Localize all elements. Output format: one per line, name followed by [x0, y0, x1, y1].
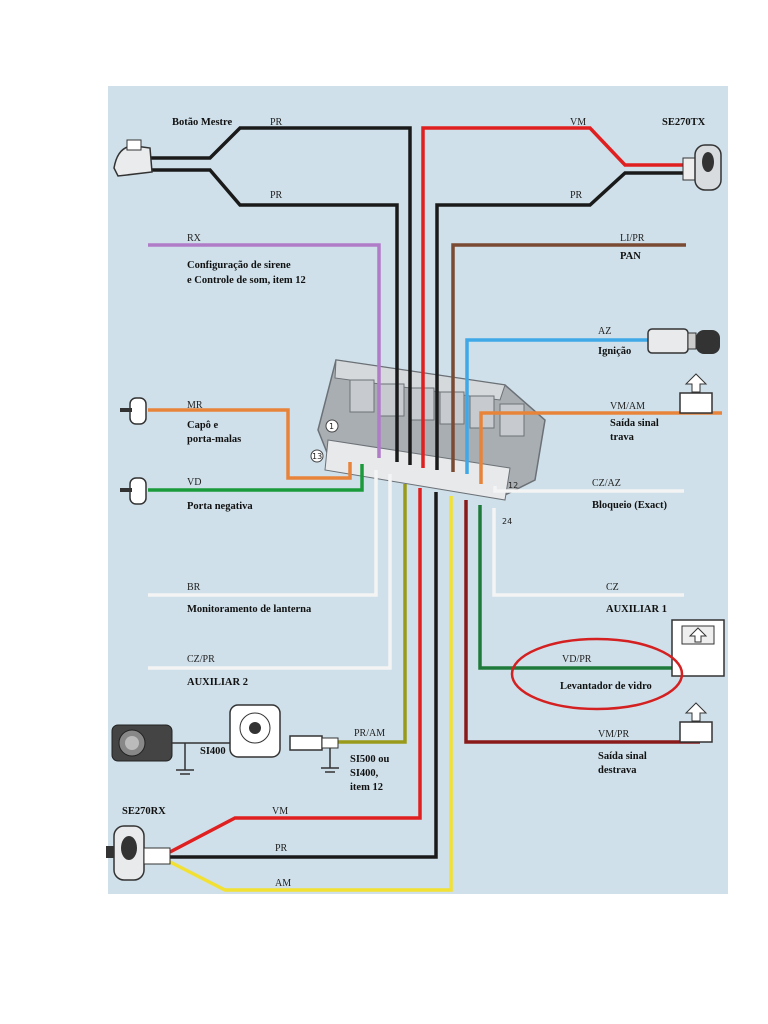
- pin-1-label: 1: [329, 422, 334, 431]
- pin-24-label: 24: [502, 517, 512, 526]
- label-se270tx: SE270TX: [662, 117, 706, 128]
- label-auxiliar2: AUXILIAR 2: [187, 677, 248, 688]
- label-pr-top2: PR: [270, 190, 283, 201]
- wire-botao-mestre-pr1: [150, 126, 412, 465]
- wire-rx-purple: [148, 243, 381, 458]
- label-cz-az: CZ/AZ: [592, 478, 621, 489]
- label-levantador: Levantador de vidro: [560, 681, 652, 692]
- label-config-line2: e Controle de som, item 12: [187, 275, 306, 286]
- label-cz: CZ: [606, 582, 619, 593]
- wire-monitoramento-white: [148, 470, 378, 597]
- label-vd: VD: [187, 477, 201, 488]
- label-saida-destrava-line2: destrava: [598, 765, 637, 776]
- label-saida-trava-line2: trava: [610, 432, 635, 443]
- label-bloqueio: Bloqueio (Exact): [592, 500, 667, 511]
- wire-botao-mestre-pr2: [150, 168, 399, 462]
- label-porta-negativa: Porta negativa: [187, 501, 253, 512]
- wire-capo-orange: [148, 408, 352, 480]
- wire-pan-brown: [451, 243, 686, 472]
- label-pr-bottom: PR: [275, 843, 288, 854]
- siren-icon: [111, 724, 230, 775]
- unlock-output-icon: [679, 702, 713, 743]
- label-li-pr: LI/PR: [620, 233, 645, 244]
- label-config-line1: Configuração de sirene: [187, 260, 291, 271]
- wire-si500-olive: [338, 484, 407, 744]
- label-si400-left: SI400: [200, 746, 226, 757]
- label-monitoramento: Monitoramento de lanterna: [187, 604, 312, 615]
- label-ignicao: Ignição: [598, 346, 631, 357]
- label-saida-trava-line1: Saída sinal: [610, 418, 659, 429]
- wire-levantador-darkgreen: [478, 505, 700, 670]
- ignition-sensor-icon: [647, 328, 720, 354]
- label-vm-top: VM: [570, 117, 586, 128]
- wire-trava-orange: [479, 411, 722, 484]
- label-se270rx: SE270RX: [122, 806, 166, 817]
- label-mr: MR: [187, 400, 203, 411]
- label-cz-pr: CZ/PR: [187, 654, 215, 665]
- label-si500-line3: item 12: [350, 782, 383, 793]
- label-auxiliar1: AUXILIAR 1: [606, 604, 667, 615]
- highlight-circle-levantador: [510, 637, 684, 711]
- wire-auxiliar1-white: [492, 508, 684, 597]
- wire-se270tx-vm: [421, 126, 683, 468]
- hood-switch-icon: [120, 397, 147, 425]
- label-botao-mestre: Botão Mestre: [172, 117, 232, 128]
- wire-ignicao-blue: [465, 338, 648, 474]
- wire-se270tx-pr: [435, 171, 683, 470]
- label-si500-line2: SI400,: [350, 768, 379, 779]
- pin-12-label: 12: [508, 481, 518, 490]
- wire-porta-negativa-green: [148, 464, 364, 492]
- pin-13-label: 13: [312, 452, 322, 461]
- label-pr-am: PR/AM: [354, 728, 385, 739]
- se270tx-transmitter-icon: [682, 144, 722, 191]
- wire-auxiliar2-white: [148, 474, 392, 670]
- door-switch-icon: [120, 477, 147, 505]
- label-pr-tx: PR: [570, 190, 583, 201]
- wire-se270rx-am: [169, 496, 453, 892]
- wire-bloqueio-white: [493, 486, 684, 493]
- label-am-bottom: AM: [275, 878, 291, 889]
- label-vm-bottom: VM: [272, 806, 288, 817]
- lock-output-icon: [679, 373, 713, 414]
- label-br: BR: [187, 582, 201, 593]
- label-saida-destrava-line1: Saída sinal: [598, 751, 647, 762]
- label-capo-line2: porta-malas: [187, 434, 241, 445]
- label-vm-am: VM/AM: [610, 401, 645, 412]
- wire-destrava-darkred: [464, 500, 700, 744]
- label-pan: PAN: [620, 251, 641, 262]
- label-vd-pr: VD/PR: [562, 654, 592, 665]
- speaker-module-icon: [229, 704, 281, 758]
- label-si500-line1: SI500 ou: [350, 754, 390, 765]
- label-pr-top1: PR: [270, 117, 283, 128]
- wire-se270rx-pr: [170, 492, 438, 859]
- label-capo-line1: Capô e: [187, 420, 219, 431]
- label-az: AZ: [598, 326, 611, 337]
- se270rx-receiver-icon: [106, 825, 171, 881]
- si500-connector-icon: [289, 735, 339, 773]
- botao-mestre-icon: [113, 139, 153, 177]
- label-vm-pr: VM/PR: [598, 729, 629, 740]
- wire-se270rx-vm: [169, 488, 422, 854]
- label-rx: RX: [187, 233, 202, 244]
